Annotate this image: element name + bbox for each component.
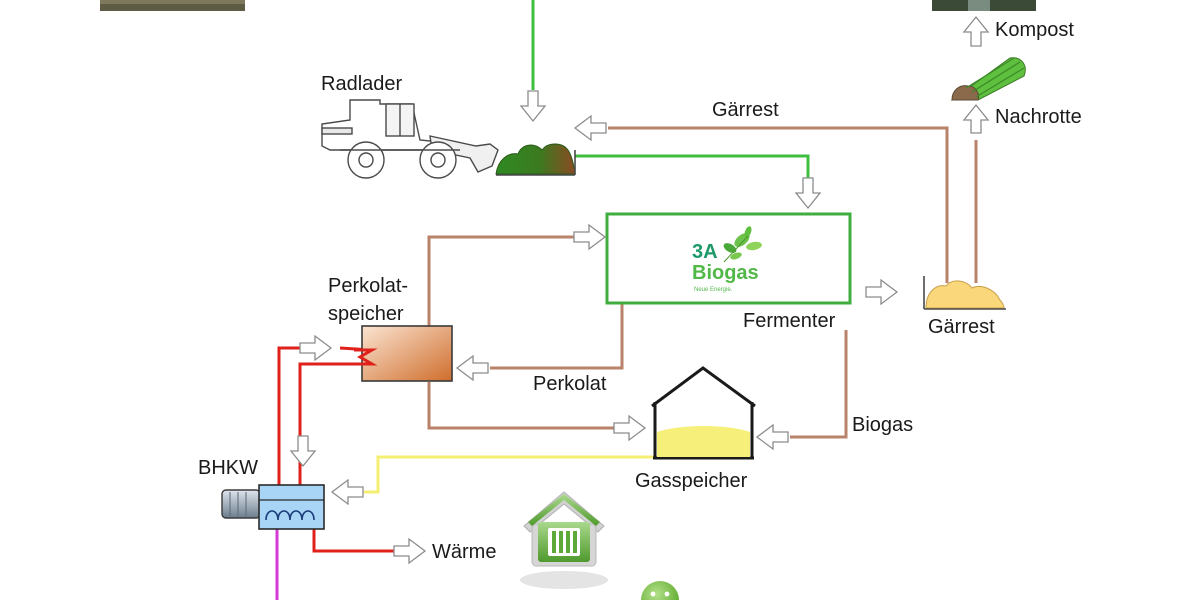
gas-storage-house-icon: [651, 366, 756, 460]
arrow-right-gaerrest-out: [865, 278, 899, 306]
label-bhkw: BHKW: [198, 457, 258, 479]
fermenter: [605, 212, 852, 305]
arrow-right-heat-in: [299, 334, 333, 362]
label-gaerrest-top: Gärrest: [712, 99, 779, 121]
label-perkolatspeicher-line1: Perkolat-: [328, 275, 408, 297]
compost-photo-fragment: [100, 0, 245, 11]
label-perkolatspeicher-line2: speicher: [328, 303, 404, 325]
arrow-down-fermenter: [794, 177, 822, 210]
logo-name: Biogas: [692, 262, 759, 284]
label-kompost: Kompost: [995, 19, 1074, 41]
label-gasspeicher: Gasspeicher: [635, 470, 748, 492]
arrow-right-gasspeicher-in: [613, 414, 647, 442]
arrow-left-perkolat: [455, 354, 489, 382]
flow-arrows: [289, 15, 990, 565]
arrow-right-fermenter-in: [573, 223, 607, 251]
label-gaerrest-right: Gärrest: [928, 316, 995, 338]
label-waerme: Wärme: [432, 541, 496, 563]
logo-brand: 3A: [692, 241, 718, 263]
smiley-icon: [641, 581, 679, 600]
wheel-loader-icon: [321, 99, 499, 179]
label-fermenter: Fermenter: [743, 310, 836, 332]
logo-tagline: Neue Energie.: [694, 287, 733, 293]
compost-pile-icon: [495, 143, 576, 176]
arrow-right-waerme: [393, 537, 427, 565]
arrow-left-gas: [330, 478, 364, 506]
leaf-logo-icon: [723, 226, 762, 263]
arrow-up-kompost: [962, 15, 990, 47]
arrow-left-gaerrest: [573, 114, 607, 142]
nachrotte-photo-fragment: [932, 0, 1036, 11]
arrow-up-nachrotte: [962, 103, 990, 134]
digestate-pile-icon: [923, 276, 1006, 310]
arrow-down-bhkw: [289, 435, 317, 468]
house-heating-icon: [520, 491, 608, 589]
arrow-left-biogas: [755, 423, 789, 451]
heat-exchanger-icon: [354, 348, 378, 366]
label-nachrotte: Nachrotte: [995, 106, 1082, 128]
label-radlader: Radlader: [321, 73, 403, 95]
windrow-icon: [950, 57, 1026, 101]
chp-unit-icon: [221, 484, 325, 530]
label-perkolat: Perkolat: [533, 373, 607, 395]
label-biogas: Biogas: [852, 414, 913, 436]
arrow-down-feed: [519, 90, 547, 123]
perkolat-tank: [361, 325, 453, 382]
